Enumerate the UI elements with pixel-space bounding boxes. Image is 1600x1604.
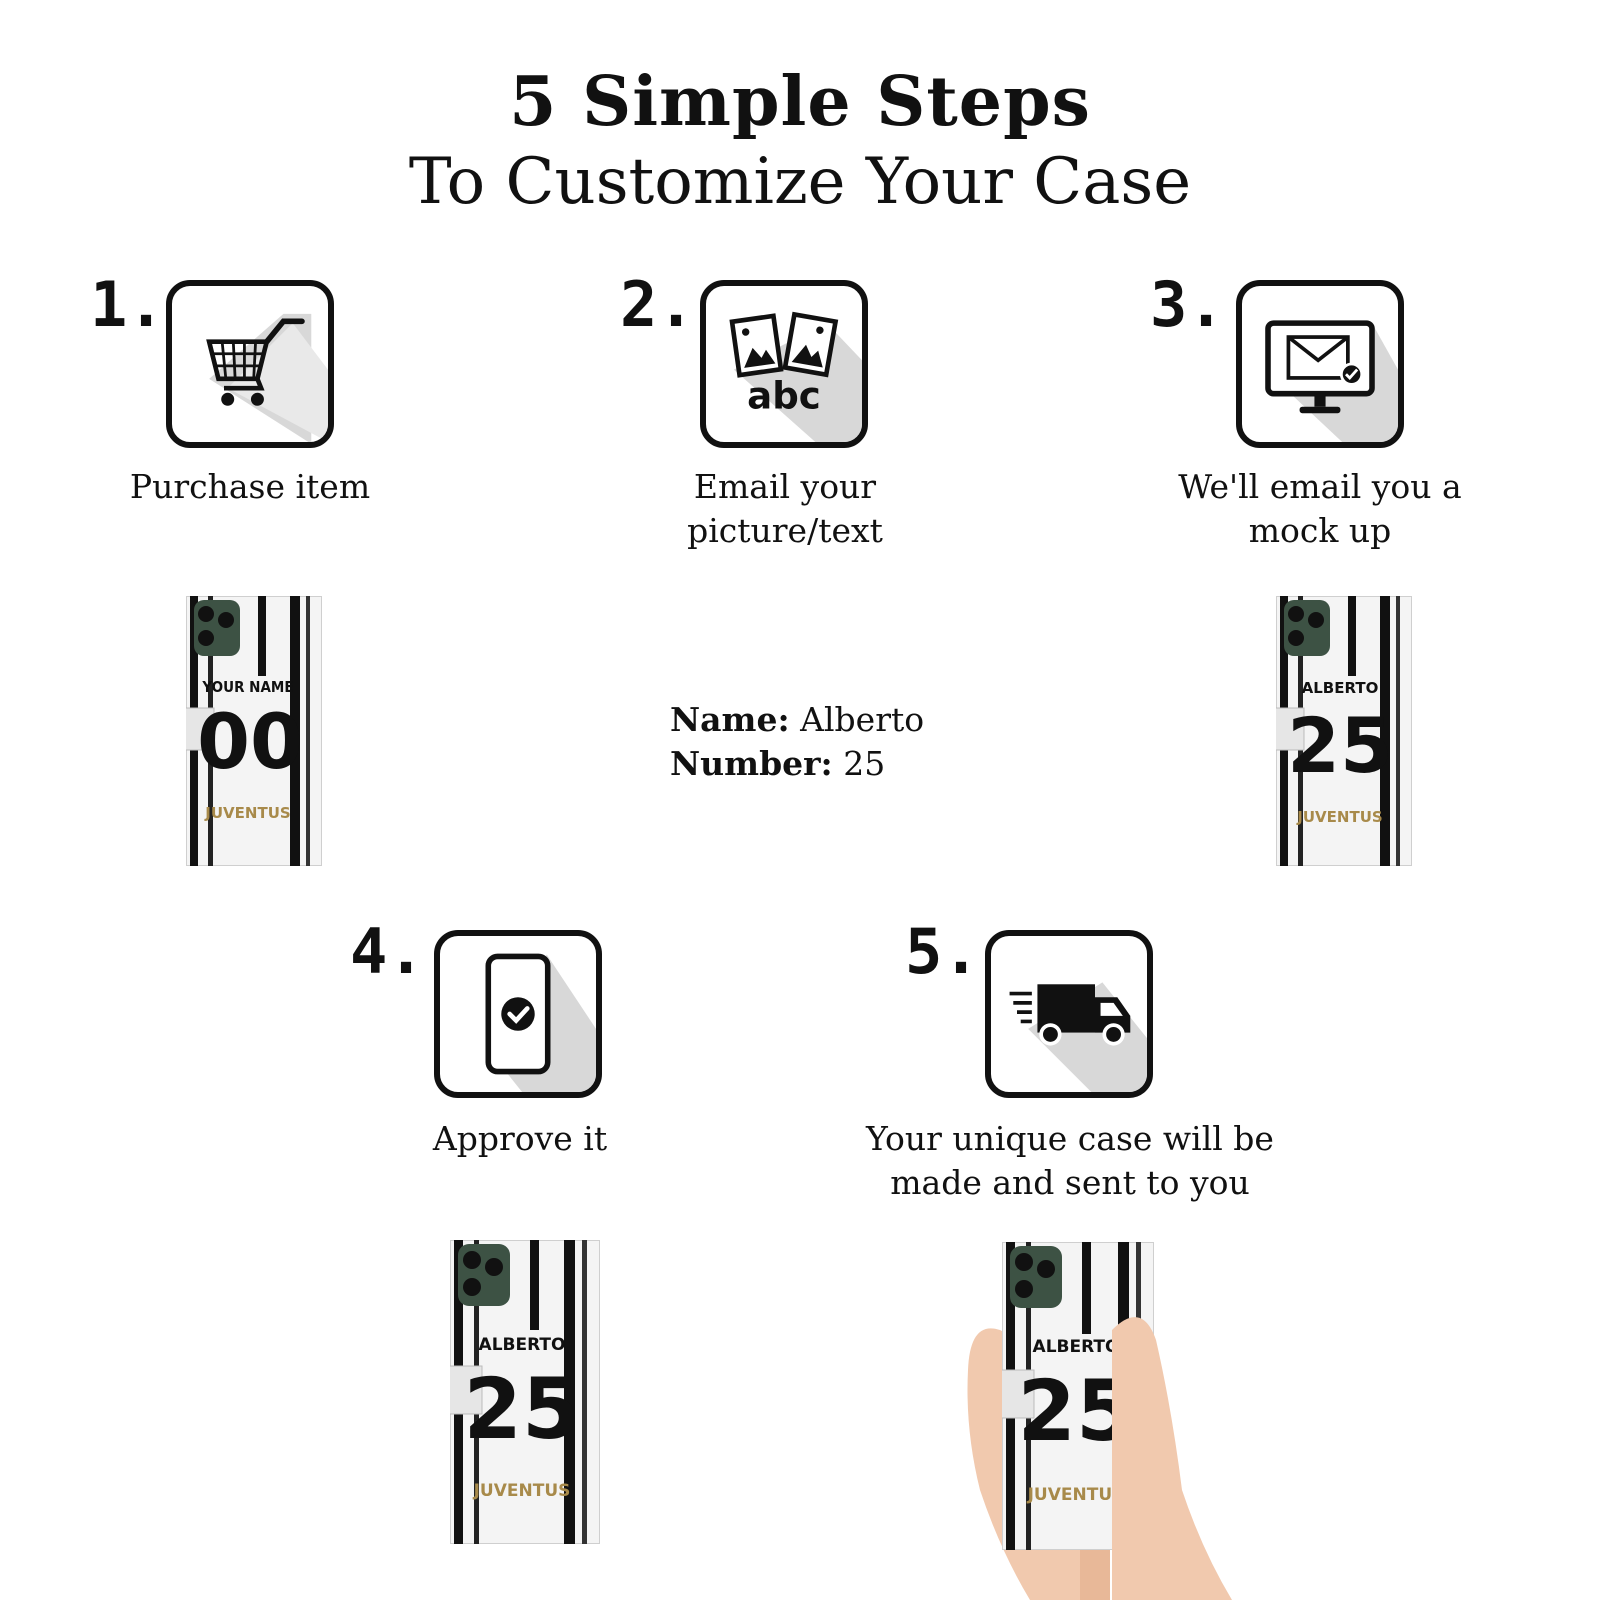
case-template-team: JUVENTUS [204,804,290,822]
case-approved-team: JUVENTUS [473,1481,571,1501]
step-5-caption-line-1: Your unique case will be [866,1119,1274,1158]
photos-text-icon: abc [729,311,862,442]
name-line: Name: Alberto [670,698,924,742]
step-5-caption-line-2: made and sent to you [890,1163,1250,1202]
step-4-number: 4. [350,915,425,988]
case-mockup-name: ALBERTO [1302,679,1379,697]
case-template-name: YOUR NAME [201,678,293,696]
case-mockup-team: JUVENTUS [1296,808,1382,826]
step-4-caption-line: Approve it [432,1119,608,1158]
case-approved-preview: ALBERTO 25 JUVENTUS [450,1240,600,1544]
step-3-caption-line-1: We'll email you a [1178,467,1462,506]
case-template-preview: YOUR NAME 00 JUVENTUS [186,596,322,866]
customization-info: Name: Alberto Number: 25 [670,698,924,786]
delivery-truck-icon [1009,982,1147,1092]
monitor-email-icon [1265,320,1398,442]
step-1-caption: Purchase item [100,465,400,509]
case-approved-name: ALBERTO [479,1335,566,1355]
case-mockup-preview: ALBERTO 25 JUVENTUS [1276,596,1412,866]
name-value: Alberto [800,700,925,739]
case-approved-number: 25 [464,1360,581,1458]
abc-text: abc [747,375,821,418]
shopping-cart-icon [206,313,328,442]
case-final-team: JUVENTUS [1027,1485,1125,1505]
step-5-caption: Your unique case will be made and sent t… [840,1117,1300,1205]
page-title: 5 Simple Steps [509,62,1091,142]
case-template-number: 00 [197,697,303,786]
case-final-name: ALBERTO [1033,1337,1120,1357]
step-1-number: 1. [90,268,165,341]
step-3-icon-box [1236,280,1404,448]
phone-check-icon [485,953,596,1092]
name-label: Name: [670,700,790,739]
page-subtitle: To Customize Your Case [408,145,1192,219]
case-mockup-number: 25 [1287,701,1393,790]
step-2-icon-box: abc [700,280,868,448]
hand-fingers [1112,1290,1232,1600]
step-4-icon-box [434,930,602,1098]
step-2-caption: Email your picture/text [630,465,940,553]
step-2-caption-line-2: picture/text [687,511,883,550]
number-value: 25 [843,744,886,783]
step-5-number: 5. [905,915,980,988]
step-1-icon-box [166,280,334,448]
step-4-caption: Approve it [380,1117,660,1161]
number-label: Number: [670,744,833,783]
step-3-number: 3. [1150,268,1225,341]
step-3-caption-line-2: mock up [1248,511,1392,550]
step-1-caption-line: Purchase item [129,467,371,506]
step-2-caption-line-1: Email your [693,467,877,506]
step-3-caption: We'll email you a mock up [1160,465,1480,553]
step-5-icon-box [985,930,1153,1098]
step-2-number: 2. [620,268,695,341]
number-line: Number: 25 [670,742,924,786]
